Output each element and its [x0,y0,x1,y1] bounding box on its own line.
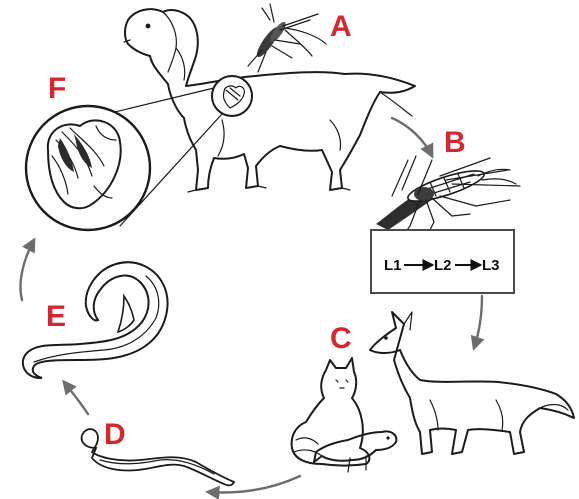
stage-label-a: A [330,10,352,43]
larval-box: L1 L2 L3 [371,230,514,293]
fox-illustration [370,312,574,454]
arrow-d-to-e [64,382,88,414]
larva-l3-label: L3 [482,257,500,274]
arrow-e-to-f [21,240,35,300]
cat-illustration [292,358,370,466]
stage-label-c: C [330,322,352,355]
mosquito-on-dog-illustration [248,4,326,72]
larva-l1-label: L1 [384,257,402,274]
stage-label-b: B [444,126,466,159]
arrow-a-to-b [392,118,432,156]
larva-l2-label: L2 [434,257,452,274]
arrow-b-to-c [474,296,482,348]
stage-label-e: E [46,300,66,333]
stage-label-f: F [48,72,66,105]
adult-worm-illustration [23,262,168,378]
stage-label-d: D [104,418,126,451]
